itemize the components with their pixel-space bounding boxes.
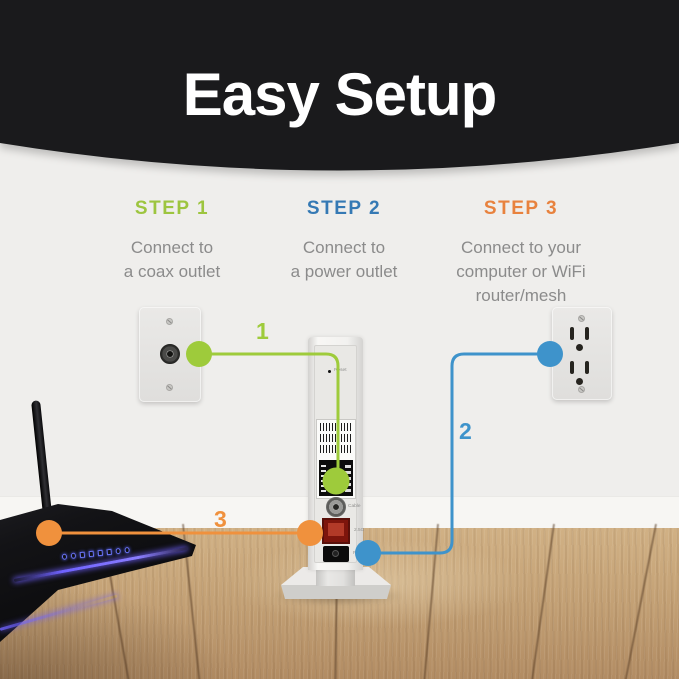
cable-port bbox=[326, 497, 346, 517]
step3-router-dot bbox=[36, 520, 62, 546]
step3-number: 3 bbox=[214, 506, 227, 532]
screw-icon bbox=[166, 384, 173, 391]
reset-button bbox=[328, 370, 331, 373]
wifi-router bbox=[0, 398, 200, 668]
step1-description: Connect to a coax outlet bbox=[123, 238, 221, 281]
header-curve bbox=[0, 0, 679, 171]
screw-icon bbox=[578, 386, 585, 393]
screw-icon bbox=[578, 315, 585, 322]
page-title: Easy Setup bbox=[182, 61, 497, 128]
step3-column: STEP 3 Connect to your computer or WiFi … bbox=[406, 198, 636, 308]
step3-description: Connect to your computer or WiFi router/… bbox=[456, 238, 586, 305]
screw-icon bbox=[166, 318, 173, 325]
step2-column: STEP 2 Connect to a power outlet bbox=[229, 198, 459, 284]
step2-description: Connect to a power outlet bbox=[290, 238, 398, 281]
ground-hole bbox=[576, 344, 583, 351]
outlet-slot bbox=[585, 327, 589, 340]
step2-label: STEP 2 bbox=[306, 198, 382, 219]
barcode bbox=[320, 434, 352, 442]
reset-label: Reset bbox=[334, 367, 347, 373]
step1-wall-dot bbox=[186, 341, 212, 367]
step1-column: STEP 1 Connect to a coax outlet bbox=[57, 198, 287, 284]
step1-cable-line bbox=[199, 352, 340, 470]
ethernet-port bbox=[322, 518, 350, 544]
step1-modem-dot bbox=[322, 467, 350, 495]
cable-port-label: Cable bbox=[348, 503, 361, 509]
coax-connector-icon bbox=[160, 344, 180, 364]
header-banner bbox=[0, 0, 679, 171]
power-port bbox=[323, 546, 349, 562]
outlet-slot bbox=[570, 361, 574, 374]
step2-number: 2 bbox=[459, 418, 472, 444]
step3-label: STEP 3 bbox=[483, 198, 559, 219]
barcode bbox=[320, 423, 352, 431]
step1-label: STEP 1 bbox=[134, 198, 210, 219]
step2-power-line bbox=[368, 352, 550, 555]
barcode bbox=[320, 445, 352, 453]
ethernet-port-label: 2.5G bbox=[354, 527, 365, 533]
step3-modem-dot bbox=[297, 520, 323, 546]
ground-hole bbox=[576, 378, 583, 385]
step1-number: 1 bbox=[256, 318, 269, 344]
outlet-slot bbox=[585, 361, 589, 374]
step2-modem-dot bbox=[355, 540, 381, 566]
step2-wall-dot bbox=[537, 341, 563, 367]
outlet-slot bbox=[570, 327, 574, 340]
